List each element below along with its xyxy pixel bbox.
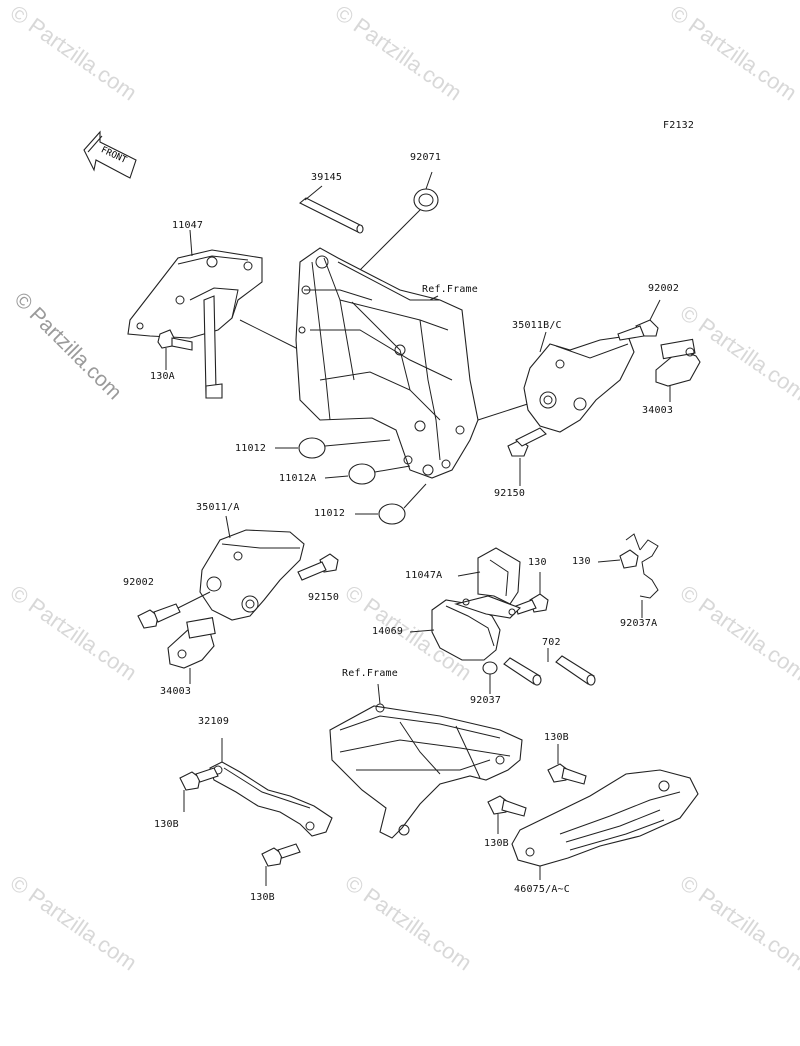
- label-92037: 92037: [470, 695, 502, 706]
- label-ref-frame-lower: Ref.Frame: [342, 668, 398, 679]
- part-92002-bolt: [617, 299, 661, 341]
- part-32109-bracket: [209, 738, 333, 837]
- label-130: 130: [528, 557, 547, 568]
- label-92071: 92071: [410, 152, 442, 163]
- part-14069-cover: [409, 595, 521, 661]
- part-35011BC-bracket: [523, 331, 635, 433]
- label-130B-d: 130B: [484, 838, 509, 849]
- label-130A: 130A: [150, 371, 175, 382]
- part-35011A-bracket: [165, 515, 305, 621]
- part-34003-footpeg: [655, 338, 701, 402]
- part-11012A-cap: [324, 463, 411, 485]
- label-92037A: 92037A: [620, 618, 658, 629]
- label-14069: 14069: [372, 626, 404, 637]
- part-92150-bolt: [507, 427, 547, 486]
- part-11047-bracket: [127, 229, 301, 399]
- part-130-bolt: [515, 572, 549, 615]
- label-39145: 39145: [311, 172, 343, 183]
- label-11047A: 11047A: [405, 570, 443, 581]
- label-34003: 34003: [642, 405, 674, 416]
- label-11012-lower: 11012: [314, 508, 346, 519]
- part-92037-clip: [482, 661, 498, 694]
- part-130B-bolt: [261, 843, 301, 886]
- part-11012-cap-lower: [355, 483, 427, 525]
- part-46075-heel-guard: [511, 769, 699, 880]
- label-35011BC: 35011B/C: [512, 320, 562, 331]
- label-11012A: 11012A: [279, 473, 317, 484]
- label-92002: 92002: [648, 283, 680, 294]
- part-130A-bolt: [157, 329, 193, 370]
- subframe: [329, 683, 523, 839]
- label-92002-lower: 92002: [123, 577, 155, 588]
- part-130B-bolt: [547, 744, 587, 785]
- label-ref-frame: Ref.Frame: [422, 284, 478, 295]
- part-130B-bolt: [179, 767, 219, 812]
- part-92002-bolt-lower: [137, 603, 181, 629]
- label-130-right: 130: [572, 556, 591, 567]
- label-34003-lower: 34003: [160, 686, 192, 697]
- label-35011A: 35011/A: [196, 502, 240, 513]
- figure-code: F2132: [663, 120, 695, 131]
- part-92037A-spring: [625, 533, 659, 618]
- part-702-tube: [503, 648, 596, 686]
- label-11047: 11047: [172, 220, 204, 231]
- part-39145-rod: [299, 185, 364, 234]
- part-92150-bolt-lower: [297, 553, 339, 581]
- label-702: 702: [542, 637, 561, 648]
- label-92150: 92150: [494, 488, 526, 499]
- label-11012: 11012: [235, 443, 267, 454]
- part-130B-bolt: [487, 795, 527, 834]
- part-34003-footpeg-lower: [167, 617, 216, 684]
- label-130B-c: 130B: [544, 732, 569, 743]
- part-11012-cap: [275, 437, 391, 459]
- label-92150-lower: 92150: [308, 592, 340, 603]
- part-11047A-bracket: [457, 547, 521, 605]
- part-130-bolt-right: [597, 549, 639, 569]
- main-frame: [295, 247, 541, 479]
- label-32109: 32109: [198, 716, 230, 727]
- label-46075: 46075/A~C: [514, 884, 570, 895]
- label-130B-a: 130B: [154, 819, 179, 830]
- front-arrow-icon: FRONT: [83, 130, 137, 179]
- label-130B-b: 130B: [250, 892, 275, 903]
